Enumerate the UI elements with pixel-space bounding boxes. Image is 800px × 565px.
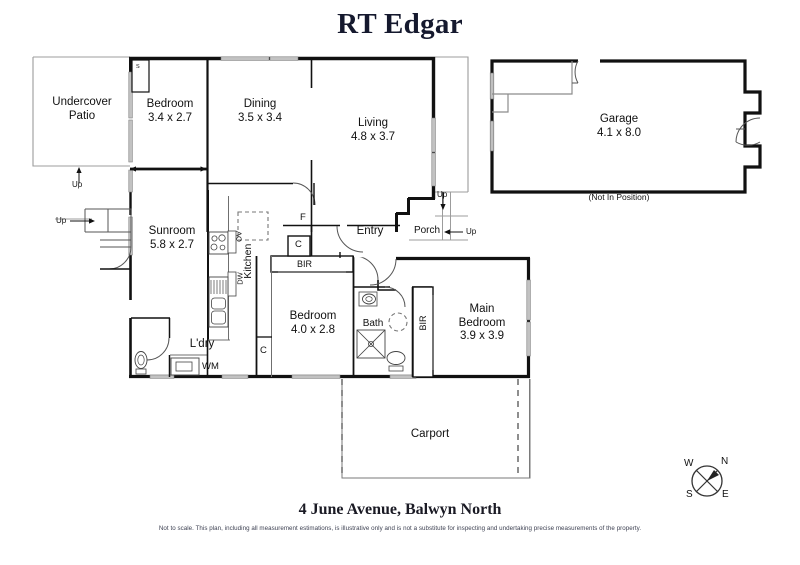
compass-label-south: S [686, 489, 693, 500]
top-wall-windows [220, 56, 299, 61]
brand-title: RT Edgar [337, 8, 463, 40]
fixture-label-store-s: S [136, 64, 140, 70]
garage-structure [489, 59, 762, 194]
compass-label-north: N [721, 456, 729, 467]
compass-rose-icon [691, 465, 723, 497]
opening-arrow-bedroom2 [130, 166, 207, 172]
sunroom-stairs [70, 208, 132, 270]
carport-area [341, 379, 531, 479]
kitchen-fixtures [207, 190, 269, 341]
fixture-label-dishwasher: DW [235, 272, 245, 285]
stairs-label-up-porch-right: Up [466, 227, 477, 236]
fixture-label-fridge: F [300, 212, 306, 223]
fixture-label-oven: OV [234, 231, 244, 242]
stairs-label-up-patio: Up [72, 180, 83, 189]
stairs-label-up-sunroom: Up [56, 216, 67, 225]
site-boundary-lines [32, 56, 469, 220]
disclaimer-text: Not to scale. This plan, including all m… [158, 525, 642, 532]
garage-not-in-position-note: (Not In Position) [588, 192, 650, 202]
fixture-label-bir-bedroom3: BIR [297, 259, 313, 269]
right-wall-windows [431, 117, 531, 357]
fixture-label-washing-machine: WM [202, 361, 219, 372]
fixture-label-cupboard-c1: C [295, 239, 302, 250]
fixture-label-cupboard-c2: C [260, 345, 267, 356]
main-bedroom-bir [369, 258, 434, 378]
compass-label-east: E [722, 489, 729, 500]
house-outer-walls [129, 56, 531, 379]
stairs-patio-arrow [76, 167, 82, 183]
compass-label-west: W [684, 458, 694, 469]
entry-porch [336, 192, 468, 258]
bedroom3-structure [255, 225, 396, 377]
stairs-label-up-porch-top: Up [437, 190, 448, 199]
laundry-fixtures [131, 317, 209, 377]
store-closet [131, 59, 150, 93]
interior-walls-upper [130, 58, 400, 232]
property-address: 4 June Avenue, Balwyn North [298, 501, 502, 518]
fixture-label-bir-main-bedroom: BIR [418, 315, 428, 331]
